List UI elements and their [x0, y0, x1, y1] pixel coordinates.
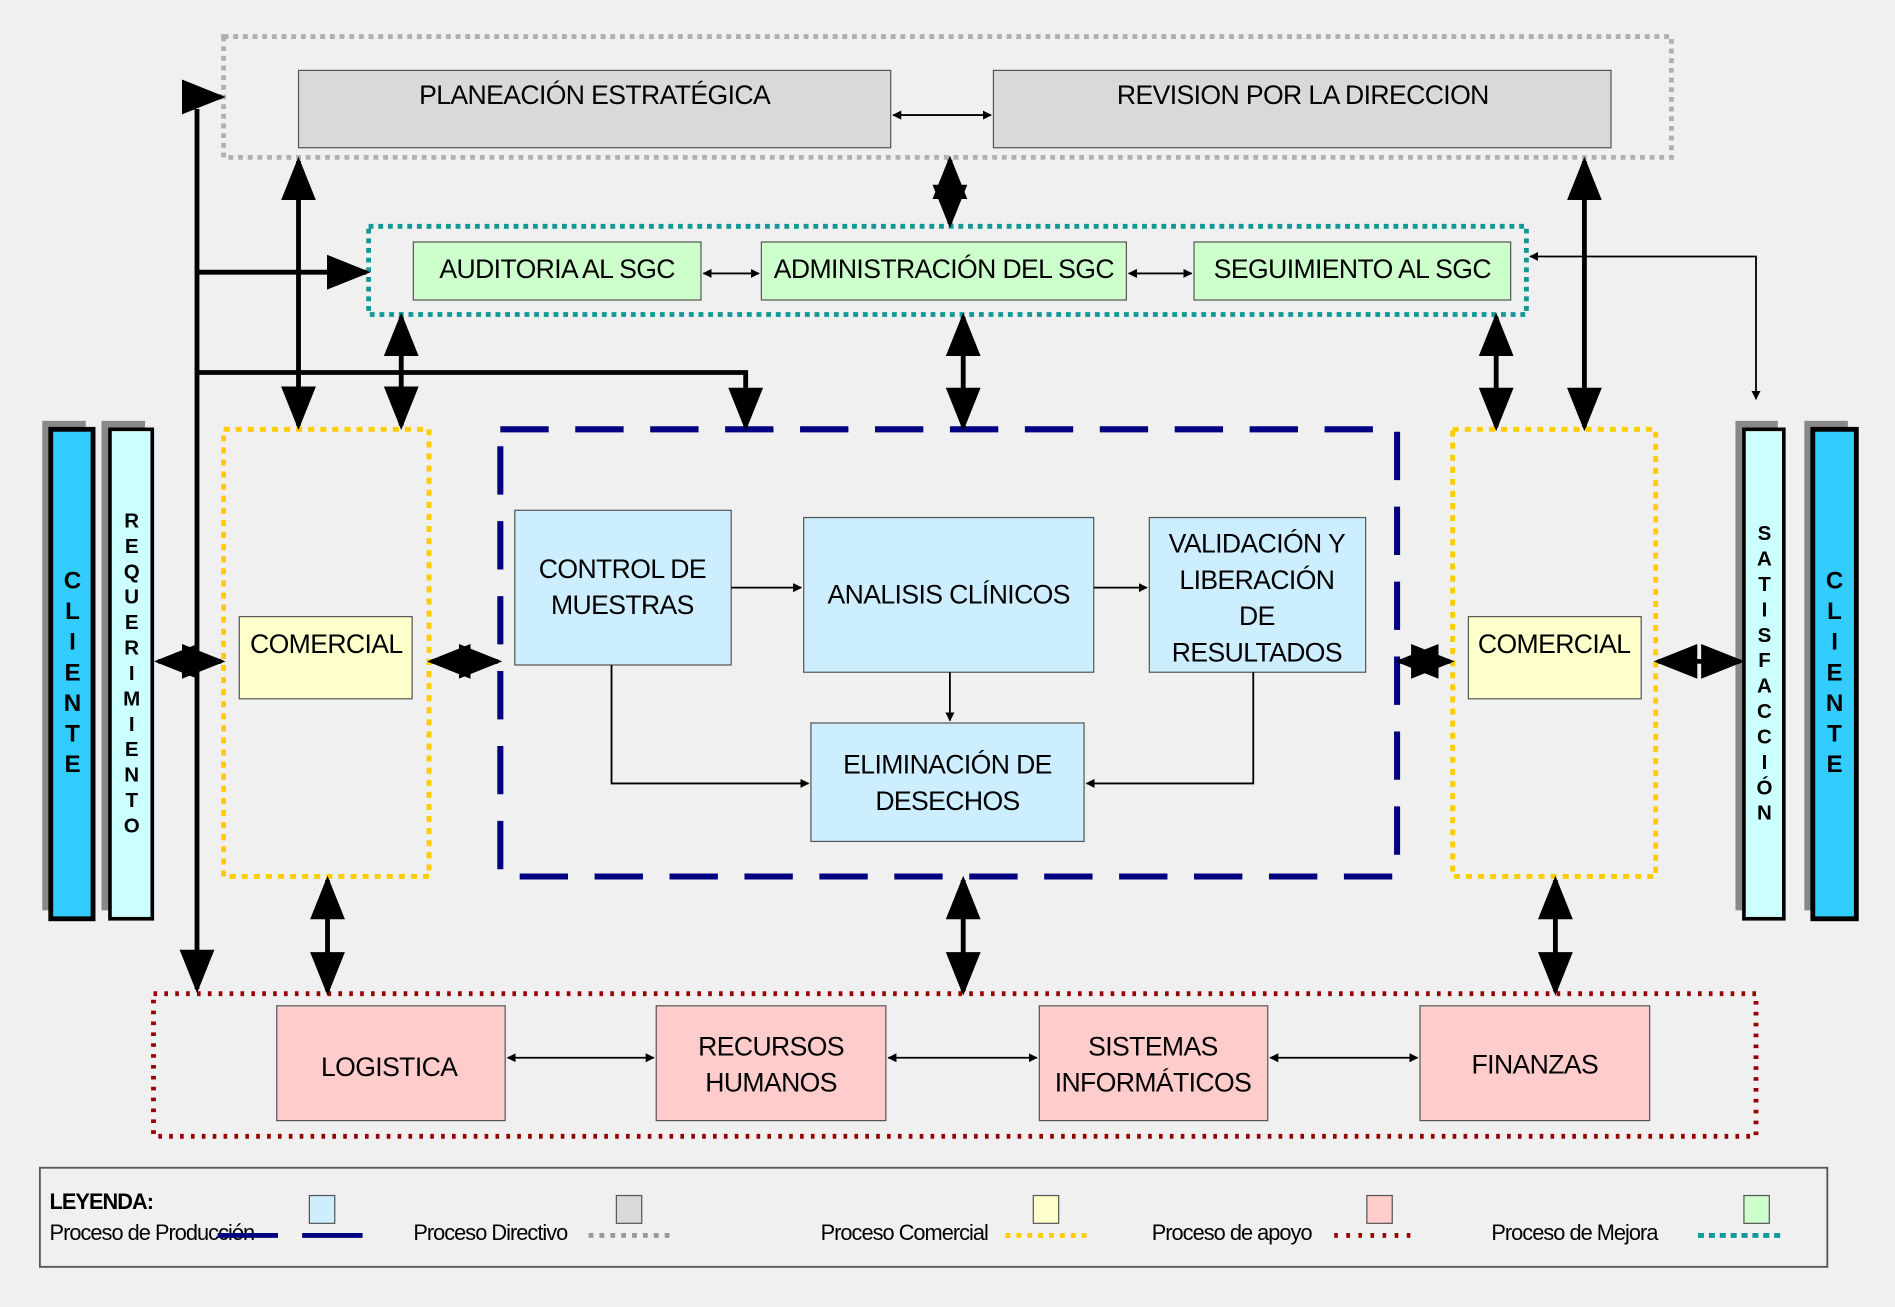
finanzas-label: FINANZAS	[1472, 1049, 1599, 1079]
arrow-trunk-to-produccion	[196, 370, 764, 432]
logistica-box[interactable]: LOGISTICA	[276, 1005, 506, 1122]
revision-label: REVISION POR LA DIRECCION	[1117, 80, 1489, 110]
seguimiento-label: SEGUIMIENTO AL SGC	[1214, 254, 1492, 284]
comercial-right-label: COMERCIAL	[1478, 629, 1631, 659]
legend-title: LEYENDA:	[50, 1189, 153, 1214]
cliente-left-label: CLIENTE	[59, 567, 86, 781]
cliente-right-label: CLIENTE	[1821, 567, 1848, 781]
comercial-right-box[interactable]: COMERCIAL	[1467, 616, 1642, 700]
legend-apoyo: Proceso de apoyo	[1152, 1220, 1313, 1245]
requerimiento-bar: REQUERIMIENTO	[101, 420, 155, 921]
connectors	[153, 79, 1761, 1063]
administracion-label: ADMINISTRACIÓN DEL SGC	[774, 254, 1115, 284]
legend-produccion-swatch	[308, 1194, 336, 1224]
administracion-box[interactable]: ADMINISTRACIÓN DEL SGC	[760, 241, 1127, 301]
analisis-label: ANALISIS CLÍNICOS	[828, 579, 1070, 609]
legend-directivo: Proceso Directivo	[413, 1220, 568, 1245]
legend-produccion: Proceso de Producción	[50, 1220, 255, 1245]
arrow-validacion-eliminacion	[1085, 672, 1255, 788]
legend-apoyo-swatch	[1366, 1194, 1393, 1224]
legend-comercial-swatch	[1032, 1194, 1060, 1224]
cliente-left-bar: CLIENTE	[42, 420, 96, 922]
legend-directivo-swatch	[615, 1194, 643, 1224]
satisfaccion-bar: SATISFACCIÓN	[1735, 420, 1786, 921]
planeacion-label: PLANEACIÓN ESTRATÉGICA	[419, 80, 771, 110]
revision-box[interactable]: REVISION POR LA DIRECCION	[992, 69, 1612, 149]
auditoria-label: AUDITORIA AL SGC	[439, 254, 675, 284]
auditoria-box[interactable]: AUDITORIA AL SGC	[412, 241, 702, 301]
seguimiento-box[interactable]: SEGUIMIENTO AL SGC	[1193, 241, 1512, 301]
satisfaccion-label: SATISFACCIÓN	[1753, 522, 1776, 827]
analisis-box[interactable]: ANALISIS CLÍNICOS	[803, 516, 1095, 673]
requerimiento-label: REQUERIMIENTO	[120, 509, 143, 839]
legend-comercial: Proceso Comercial	[821, 1220, 988, 1245]
finanzas-box[interactable]: FINANZAS	[1419, 1005, 1651, 1122]
apoyo-frame	[151, 991, 1759, 1139]
comercial-left-label: COMERCIAL	[250, 629, 403, 659]
comercial-left-box[interactable]: COMERCIAL	[238, 616, 413, 700]
legend-mejora: Proceso de Mejora	[1491, 1220, 1659, 1245]
cliente-right-bar: CLIENTE	[1804, 420, 1859, 922]
arrow-satisfaccion-seguimiento	[1529, 251, 1761, 401]
arrow-control-eliminacion	[610, 664, 810, 788]
legend-mejora-swatch	[1743, 1194, 1770, 1224]
legend: LEYENDA: Proceso de Producción Proceso D…	[38, 1166, 1829, 1268]
logistica-label: LOGISTICA	[321, 1052, 458, 1082]
planeacion-box[interactable]: PLANEACIÓN ESTRATÉGICA	[297, 69, 892, 149]
